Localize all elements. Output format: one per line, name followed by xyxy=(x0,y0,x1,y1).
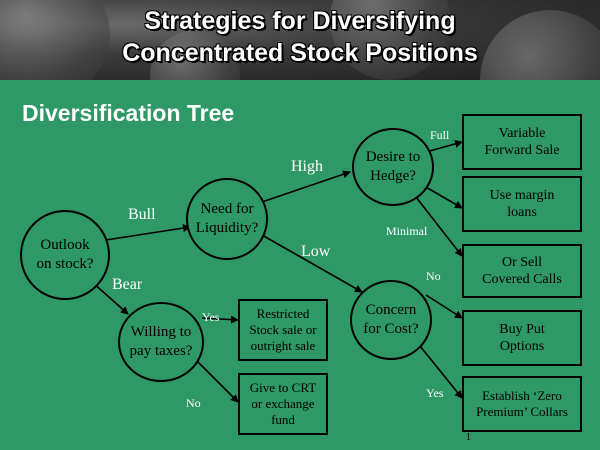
page-number: 1 xyxy=(466,432,471,443)
outcome-crt-exchange-fund: Give to CRT or exchange fund xyxy=(238,373,328,435)
outcome-buy-put-options: Buy Put Options xyxy=(462,310,582,366)
outcome-label-line: Options xyxy=(499,339,545,354)
node-label-line: Liquidity? xyxy=(195,220,259,236)
title-line-1: Strategies for Diversifying xyxy=(144,7,456,35)
edge-taxes-no xyxy=(195,359,239,403)
edge-label-cost-no: No xyxy=(426,269,441,283)
edge-label-taxes-yes: Yes xyxy=(202,310,220,324)
node-label-line: Willing to xyxy=(130,324,192,341)
edge-margin xyxy=(423,185,463,209)
edge-label-taxes-no: No xyxy=(186,396,201,410)
decision-node-cost: Concern for Cost? xyxy=(350,280,432,360)
decision-node-outlook: Outlook on stock? xyxy=(20,210,110,300)
outcome-label-line: Forward Sale xyxy=(484,143,560,158)
coin-image xyxy=(0,0,110,80)
outcome-label-line: Stock sale or xyxy=(249,321,317,337)
node-label-line: Hedge? xyxy=(370,168,416,184)
outcome-label-line: loans xyxy=(507,205,537,220)
node-label-line: Concern xyxy=(365,302,417,319)
outcome-label-line: Buy Put xyxy=(499,321,545,337)
edge-bear xyxy=(91,281,129,315)
title-line-2: Concentrated Stock Positions xyxy=(122,39,478,67)
outcome-label-line: Give to CRT xyxy=(249,379,317,395)
outcome-covered-calls: Or Sell Covered Calls xyxy=(462,244,582,298)
decision-node-hedge: Desire to Hedge? xyxy=(352,128,434,206)
edge-label-low: Low xyxy=(301,243,331,260)
edge-label-bear: Bear xyxy=(112,276,143,293)
node-label-line: pay taxes? xyxy=(129,343,193,359)
decision-node-liquidity: Need for Liquidity? xyxy=(186,178,268,260)
outcome-label-line: outright sale xyxy=(250,338,316,354)
edge-cost-yes xyxy=(419,345,463,399)
edge-label-high: High xyxy=(291,158,323,175)
edge-high xyxy=(261,170,351,203)
edge-bull xyxy=(105,224,191,241)
edge-full xyxy=(425,140,463,153)
edge-label-full: Full xyxy=(430,128,450,142)
outcome-variable-forward-sale: Variable Forward Sale xyxy=(462,114,582,170)
edge-taxes-yes xyxy=(201,315,239,324)
outcome-label-line: or exchange xyxy=(251,395,315,411)
outcome-label-line: Premium’ Collars xyxy=(476,404,568,419)
node-label-line: on stock? xyxy=(36,256,94,272)
diagram-title: Diversification Tree xyxy=(22,100,235,126)
node-label-line: Need for xyxy=(200,201,254,218)
edge-label-bull: Bull xyxy=(128,206,156,223)
edge-low xyxy=(261,234,363,293)
outcome-label-line: Restricted xyxy=(256,305,310,321)
node-label-line: Outlook xyxy=(40,237,90,254)
outcome-label-line: Or Sell xyxy=(501,254,543,270)
outcome-label-line: Variable xyxy=(498,125,546,141)
outcome-label-line: Use margin xyxy=(489,187,555,203)
outcome-margin-loans: Use margin loans xyxy=(462,176,582,232)
outcome-zero-premium-collars: Establish ‘Zero Premium’ Collars xyxy=(462,376,582,432)
node-label-line: Desire to xyxy=(365,149,421,166)
outcome-label-line: Establish ‘Zero xyxy=(482,387,562,403)
outcome-label-line: Covered Calls xyxy=(482,272,562,287)
decision-node-taxes: Willing to pay taxes? xyxy=(118,302,204,382)
outcome-label-line: fund xyxy=(271,412,295,428)
outcome-restricted-stock-sale: Restricted Stock sale or outright sale xyxy=(238,299,328,361)
node-label-line: for Cost? xyxy=(363,321,419,337)
edge-label-minimal: Minimal xyxy=(386,224,428,238)
edge-minimal xyxy=(411,191,463,257)
edge-label-cost-yes: Yes xyxy=(426,386,444,400)
edge-cost-no xyxy=(425,294,463,319)
title-banner: Strategies for Diversifying Concentrated… xyxy=(0,0,600,80)
